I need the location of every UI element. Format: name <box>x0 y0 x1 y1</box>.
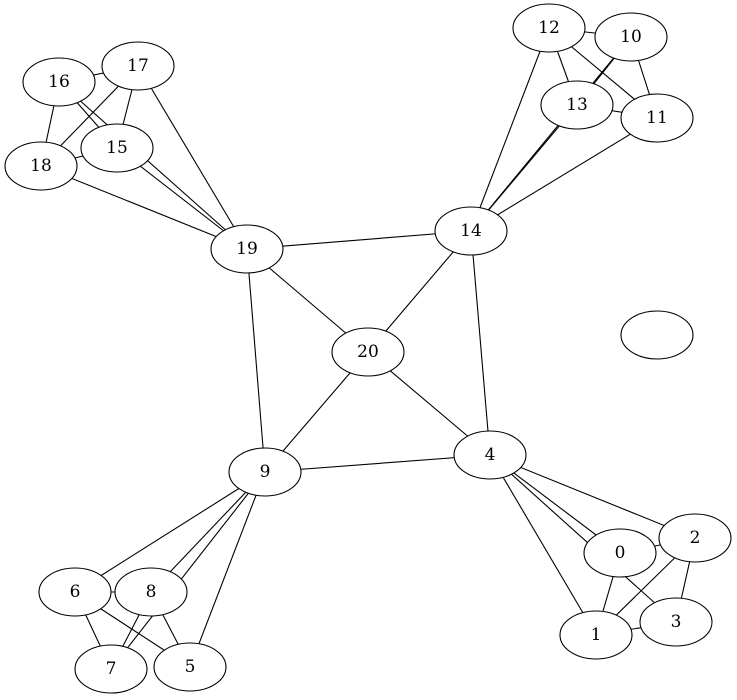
node-label-n1: 1 <box>591 625 602 645</box>
edge-n11-n14 <box>470 117 658 232</box>
node-n20: 20 <box>331 327 405 377</box>
node-n10: 10 <box>594 12 668 62</box>
node-shape-blank <box>620 310 694 360</box>
node-label-n11: 11 <box>646 108 668 128</box>
node-label-n8: 8 <box>146 582 157 602</box>
node-label-n7: 7 <box>106 659 117 679</box>
node-shape-n4 <box>453 430 527 480</box>
node-label-n6: 6 <box>70 582 81 602</box>
node-label-n20: 20 <box>357 342 379 362</box>
node-shape-n15 <box>80 123 154 173</box>
node-label-n4: 4 <box>485 445 496 465</box>
edge-n14-n19 <box>246 230 472 250</box>
node-shape-n2 <box>658 513 732 563</box>
node-shape-n20 <box>331 327 405 377</box>
node-shape-n7 <box>74 644 148 694</box>
node-n1: 1 <box>559 610 633 660</box>
node-n15: 15 <box>80 123 154 173</box>
edge-n2-n4 <box>489 454 696 539</box>
node-n14: 14 <box>434 206 508 256</box>
node-label-n0: 0 <box>615 543 626 563</box>
node-shape-n9 <box>228 447 302 497</box>
node-shape-n13 <box>540 80 614 130</box>
edge-n9-n19 <box>246 248 266 473</box>
node-label-n14: 14 <box>460 221 482 241</box>
node-label-n19: 19 <box>236 239 258 259</box>
node-label-n9: 9 <box>260 462 271 482</box>
node-n16: 16 <box>22 57 96 107</box>
node-n11: 11 <box>620 93 694 143</box>
node-n2: 2 <box>658 513 732 563</box>
node-label-n5: 5 <box>185 657 196 677</box>
node-n4: 4 <box>453 430 527 480</box>
node-n17: 17 <box>101 41 175 91</box>
edge-n3-n4 <box>489 454 677 623</box>
node-n3: 3 <box>639 597 713 647</box>
node-shape-n3 <box>639 597 713 647</box>
node-blank <box>620 310 694 360</box>
node-label-n13: 13 <box>566 95 588 115</box>
edge-n17-n19 <box>137 65 248 250</box>
edge-n18-n19 <box>40 165 248 250</box>
node-shape-n8 <box>114 567 188 617</box>
edge-n5-n9 <box>189 471 266 668</box>
node-n12: 12 <box>512 3 586 53</box>
node-label-n15: 15 <box>106 138 128 158</box>
edge-n4-n14 <box>470 230 491 456</box>
node-shape-n18 <box>4 141 78 191</box>
edge-n4-n9 <box>264 454 491 473</box>
edge-n6-n9 <box>74 471 266 593</box>
node-shape-n11 <box>620 93 694 143</box>
node-n5: 5 <box>153 642 227 692</box>
node-shape-n0 <box>583 528 657 578</box>
node-n19: 19 <box>210 224 284 274</box>
node-label-n18: 18 <box>30 156 52 176</box>
node-label-n16: 16 <box>48 72 70 92</box>
node-shape-n16 <box>22 57 96 107</box>
node-n8: 8 <box>114 567 188 617</box>
node-n18: 18 <box>4 141 78 191</box>
edge-n1-n4 <box>489 454 597 636</box>
node-label-n12: 12 <box>538 18 560 38</box>
node-shape-n10 <box>594 12 668 62</box>
node-n7: 7 <box>74 644 148 694</box>
node-shape-n19 <box>210 224 284 274</box>
node-shape-n12 <box>512 3 586 53</box>
node-n9: 9 <box>228 447 302 497</box>
node-shape-n5 <box>153 642 227 692</box>
edge-n12-n14 <box>470 27 550 232</box>
edge-n16-n19 <box>58 81 248 250</box>
node-shape-n14 <box>434 206 508 256</box>
node-label-n2: 2 <box>690 528 701 548</box>
node-shape-n17 <box>101 41 175 91</box>
node-n6: 6 <box>38 567 112 617</box>
node-label-n17: 17 <box>127 56 149 76</box>
node-shape-n6 <box>38 567 112 617</box>
node-n0: 0 <box>583 528 657 578</box>
node-label-n10: 10 <box>620 27 642 47</box>
node-shape-n1 <box>559 610 633 660</box>
node-label-n3: 3 <box>671 612 682 632</box>
edge-n7-n9 <box>110 471 266 670</box>
node-n13: 13 <box>540 80 614 130</box>
